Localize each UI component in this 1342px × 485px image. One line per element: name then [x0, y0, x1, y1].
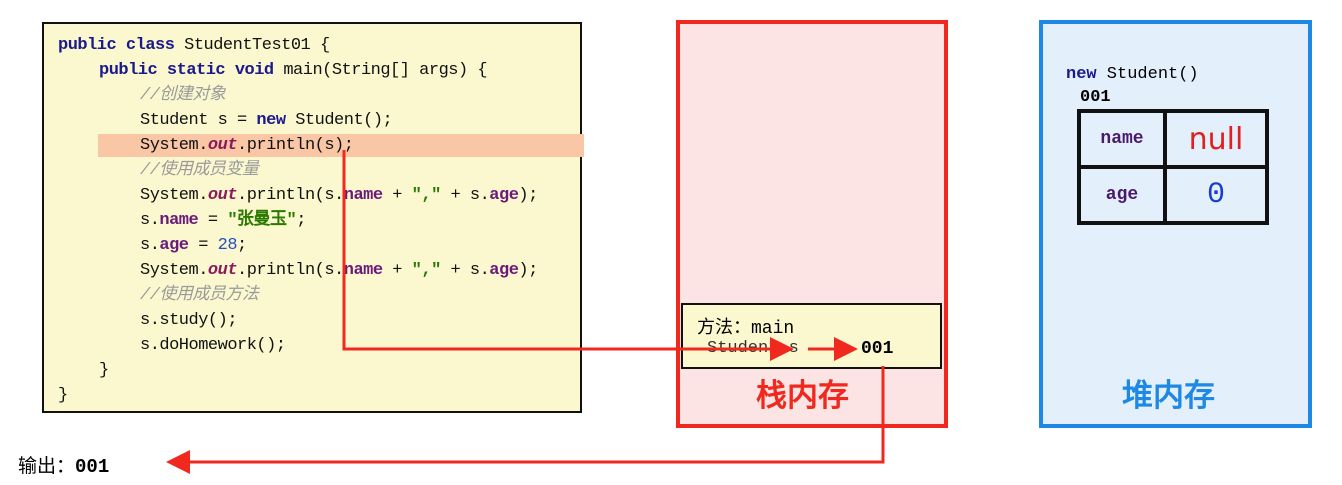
code-token: .println(s. — [237, 261, 344, 280]
code-token: StudentTest01 { — [184, 36, 330, 55]
code-token: "," — [411, 186, 442, 205]
code-token: name — [343, 186, 383, 205]
output-arrow — [166, 366, 885, 474]
code-token: "张曼玉" — [227, 211, 297, 230]
code-token: } — [58, 386, 68, 405]
code-token: + s. — [440, 186, 490, 205]
stack-label: 栈内存 — [756, 378, 849, 414]
code-line: } — [58, 384, 68, 408]
code-token: out — [207, 136, 238, 155]
code-token: "," — [411, 261, 442, 280]
code-line: System.out.println(s.name + "," + s.age)… — [140, 259, 538, 283]
code-line: s.age = 28; — [140, 234, 247, 258]
heap-address: 001 — [1080, 88, 1111, 107]
code-token: s.study(); — [140, 311, 238, 330]
code-token: //使用成员变量 — [140, 161, 259, 180]
code-token: Student(); — [295, 111, 393, 130]
code-line: System.out.println(s); — [140, 134, 354, 158]
code-token: s. — [140, 211, 160, 230]
code-line: s.name = "张曼玉"; — [140, 209, 306, 233]
code-token: name — [159, 211, 199, 230]
code-token: System. — [140, 136, 208, 155]
code-token: = — [188, 236, 218, 255]
code-line: public static void main(String[] args) { — [99, 59, 488, 83]
code-token: ; — [296, 211, 306, 230]
code-line: public class StudentTest01 { — [58, 34, 330, 58]
new-keyword: new — [1066, 65, 1097, 84]
code-token: main(String[] args) { — [283, 61, 488, 80]
current-line-highlight — [98, 134, 584, 157]
code-token: ; — [237, 236, 247, 255]
code-line: //使用成员方法 — [140, 284, 259, 308]
code-token: .println(s); — [237, 136, 354, 155]
code-token: out — [207, 186, 238, 205]
code-token: ); — [518, 261, 538, 280]
code-token: ); — [518, 186, 538, 205]
heap-new-expression: new Student() — [1066, 65, 1199, 84]
code-token: } — [99, 361, 109, 380]
code-token: s.doHomework(); — [140, 336, 286, 355]
code-token: + s. — [440, 261, 490, 280]
field-value: 0 — [1163, 165, 1269, 225]
code-token: = — [198, 211, 228, 230]
code-token: System. — [140, 261, 208, 280]
code-token: age — [159, 236, 189, 255]
code-token: + — [382, 186, 412, 205]
frame-value: 001 — [861, 339, 894, 359]
field-name: name — [1077, 109, 1167, 169]
code-token: s. — [140, 236, 160, 255]
code-token: name — [343, 261, 383, 280]
code-token: age — [489, 261, 519, 280]
code-token: out — [207, 261, 238, 280]
code-line: //使用成员变量 — [140, 159, 259, 183]
output-value: 001 — [75, 456, 110, 478]
code-token: System. — [140, 186, 208, 205]
new-expr: Student() — [1096, 65, 1199, 84]
code-token: //使用成员方法 — [140, 286, 259, 305]
code-token: age — [489, 186, 519, 205]
code-line: System.out.println(s.name + "," + s.age)… — [140, 184, 538, 208]
code-panel: public class StudentTest01 {public stati… — [42, 22, 584, 413]
code-line: s.doHomework(); — [140, 334, 286, 358]
frame-method: 方法：main — [697, 319, 795, 339]
code-token: Student s = — [140, 111, 257, 130]
output-label: 输出： — [18, 456, 76, 478]
code-line: } — [99, 359, 109, 383]
code-token: .println(s. — [237, 186, 344, 205]
reference-arrow-s — [342, 150, 794, 361]
code-token: //创建对象 — [140, 86, 226, 105]
code-line: //创建对象 — [140, 84, 226, 108]
heap-label: 堆内存 — [1122, 378, 1215, 414]
console-output: 输出：001 — [18, 451, 109, 478]
stack-frame-main: 方法：main Student s 001 — [681, 303, 942, 369]
code-line: Student s = new Student(); — [140, 109, 393, 133]
code-token: + — [382, 261, 412, 280]
field-value: null — [1163, 109, 1269, 169]
field-name: age — [1077, 165, 1167, 225]
code-token: public static void — [99, 61, 284, 80]
code-token: 28 — [217, 236, 238, 255]
code-token: public class — [58, 36, 185, 55]
code-line: s.study(); — [140, 309, 238, 333]
code-token: new — [256, 111, 296, 130]
